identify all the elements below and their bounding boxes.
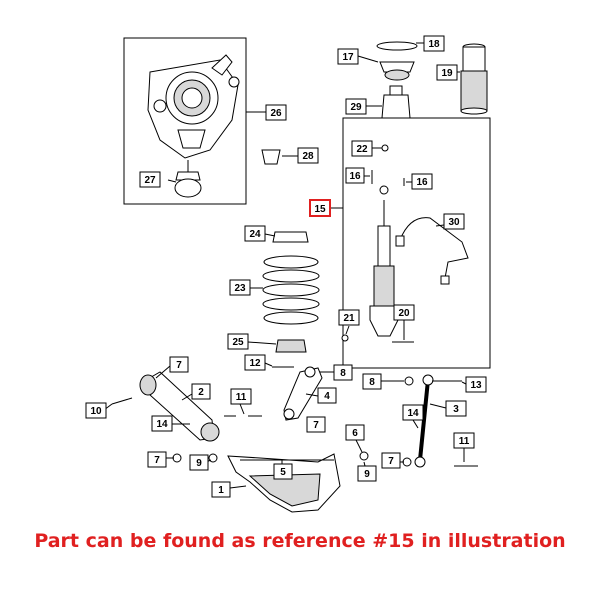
callout-26: 26 (265, 104, 287, 121)
callout-12: 12 (244, 354, 266, 371)
callout-22: 22 (351, 140, 373, 157)
spring-isolator-lower (275, 339, 307, 353)
lateral-link (414, 374, 462, 468)
svg-text:21: 21 (343, 313, 355, 324)
callout-7d: 7 (381, 452, 401, 469)
svg-text:19: 19 (441, 68, 453, 79)
callout-14b: 14 (402, 404, 424, 421)
svg-text:14: 14 (156, 419, 168, 430)
rear-cradle (227, 453, 341, 513)
svg-text:17: 17 (342, 52, 354, 63)
callout-7a: 7 (169, 356, 189, 373)
svg-text:18: 18 (428, 39, 440, 50)
callout-16a: 16 (345, 167, 365, 184)
callout-21: 21 (338, 309, 360, 326)
svg-text:16: 16 (416, 177, 428, 188)
callout-11a: 11 (230, 388, 252, 405)
svg-text:6: 6 (352, 428, 358, 439)
callout-18: 18 (423, 35, 445, 52)
svg-text:13: 13 (470, 380, 482, 391)
callout-2: 2 (191, 383, 211, 400)
callout-1: 1 (211, 481, 231, 498)
callout-6: 6 (345, 424, 365, 441)
upper-mount (376, 41, 418, 81)
svg-text:16: 16 (349, 171, 361, 182)
svg-text:27: 27 (144, 175, 156, 186)
svg-text:28: 28 (302, 151, 314, 162)
svg-text:11: 11 (236, 392, 247, 403)
callout-27: 27 (139, 171, 161, 188)
shock-inset-box (342, 117, 491, 369)
wiring-harness (395, 217, 469, 285)
svg-text:26: 26 (270, 108, 282, 119)
callout-11b: 11 (453, 432, 475, 449)
svg-text:24: 24 (249, 229, 261, 240)
svg-text:12: 12 (249, 358, 261, 369)
svg-text:7: 7 (154, 455, 160, 466)
callout-23: 23 (229, 279, 251, 296)
svg-text:23: 23 (234, 283, 246, 294)
dust-boot (460, 43, 488, 115)
callout-16b: 16 (411, 173, 433, 190)
jounce-bumper (381, 85, 411, 119)
svg-text:4: 4 (324, 391, 330, 402)
callout-15: 15 (309, 199, 331, 217)
callout-3: 3 (445, 400, 467, 417)
ball-joint (174, 160, 202, 198)
callout-7b: 7 (306, 416, 326, 433)
callout-19: 19 (436, 64, 458, 81)
svg-text:29: 29 (350, 102, 362, 113)
callout-10: 10 (85, 402, 107, 419)
svg-text:7: 7 (313, 420, 319, 431)
svg-text:3: 3 (453, 404, 459, 415)
spring-isolator-upper (272, 231, 309, 243)
coil-spring (262, 255, 320, 325)
callout-8b: 8 (362, 373, 382, 390)
svg-text:30: 30 (448, 217, 460, 228)
svg-text:22: 22 (356, 144, 368, 155)
upper-control-arm (139, 371, 220, 442)
callout-7c: 7 (147, 451, 167, 468)
callout-24: 24 (244, 225, 266, 242)
svg-text:2: 2 (198, 387, 204, 398)
callout-4: 4 (317, 387, 337, 404)
tension-link (283, 366, 323, 421)
svg-text:11: 11 (459, 436, 470, 447)
svg-text:7: 7 (176, 360, 182, 371)
svg-text:15: 15 (314, 204, 326, 215)
small-fasteners-shock (341, 144, 414, 343)
svg-text:20: 20 (398, 308, 410, 319)
callout-29: 29 (345, 98, 367, 115)
callout-9a: 9 (189, 454, 209, 471)
svg-text:7: 7 (388, 456, 394, 467)
callout-17: 17 (337, 48, 359, 65)
svg-text:8: 8 (340, 368, 346, 379)
callout-20: 20 (393, 304, 415, 321)
svg-text:25: 25 (232, 337, 244, 348)
svg-text:1: 1 (218, 485, 224, 496)
callout-30: 30 (443, 213, 465, 230)
shock-absorber (369, 185, 399, 337)
svg-text:10: 10 (90, 406, 102, 417)
svg-text:9: 9 (364, 469, 370, 480)
callout-13: 13 (465, 376, 487, 393)
callout-25: 25 (227, 333, 249, 350)
callout-9b: 9 (357, 465, 377, 482)
svg-text:5: 5 (280, 467, 286, 478)
reference-caption: Part can be found as reference #15 in il… (34, 530, 566, 552)
svg-text:14: 14 (407, 408, 419, 419)
parts-diagram: .ln { stroke:#000; stroke-width:1; fill:… (85, 35, 491, 513)
svg-text:9: 9 (196, 458, 202, 469)
steering-knuckle (147, 54, 240, 159)
callout-14a: 14 (151, 415, 173, 432)
callout-28: 28 (297, 147, 319, 164)
callout-5: 5 (273, 463, 293, 480)
svg-text:8: 8 (369, 377, 375, 388)
callout-8a: 8 (333, 364, 353, 381)
isolator-28 (261, 149, 281, 165)
